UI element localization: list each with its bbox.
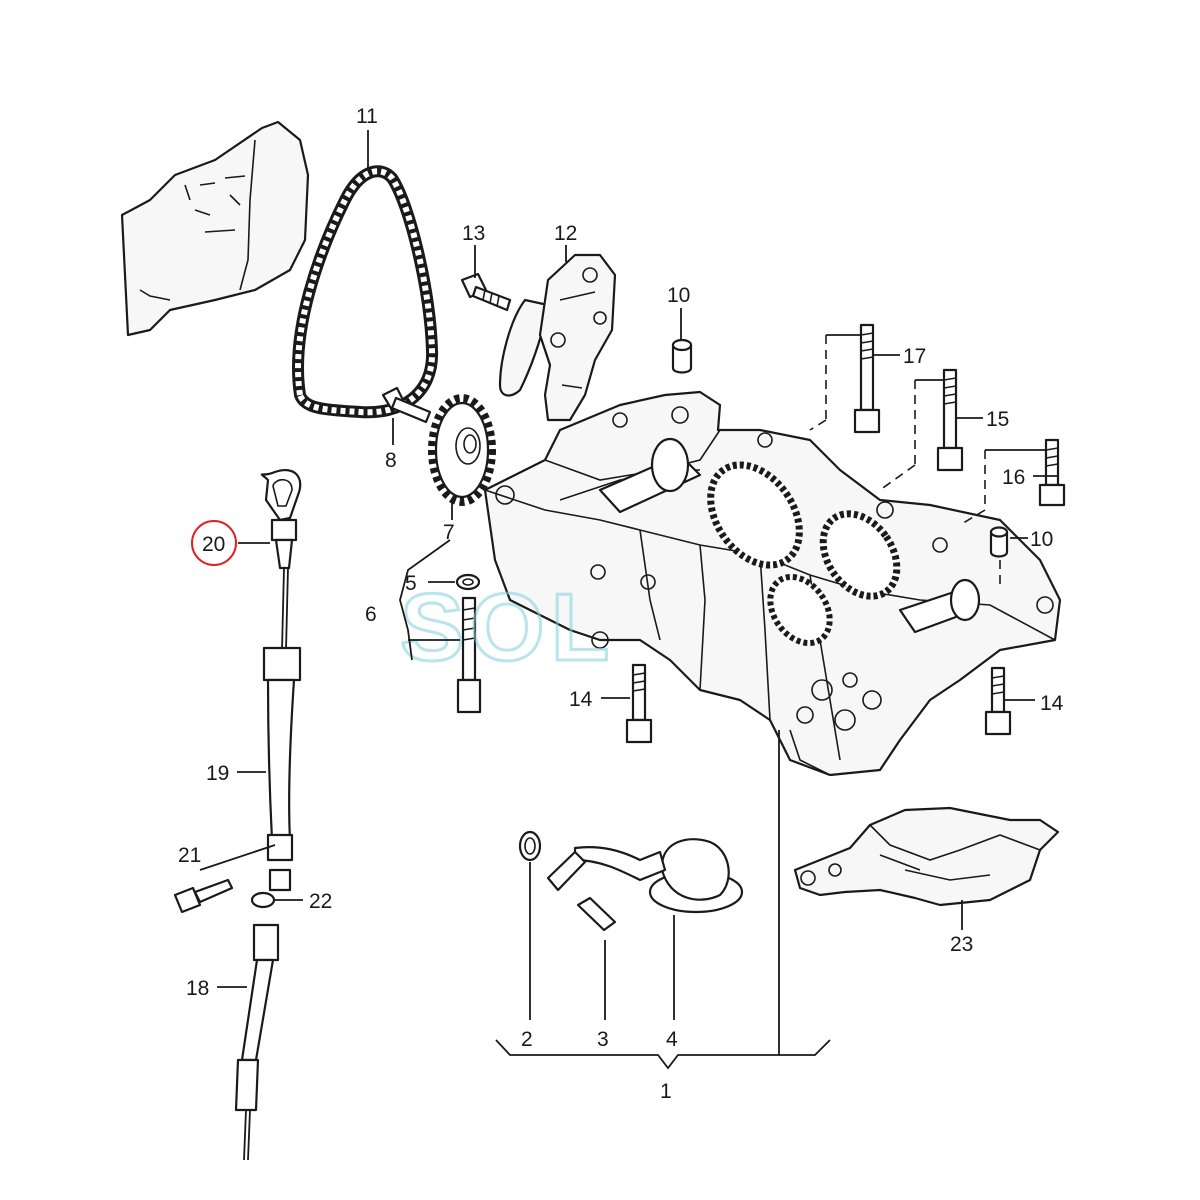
callout-4: 4 (666, 1028, 678, 1051)
callout-10-lower: 10 (1030, 528, 1053, 551)
callout-5: 5 (405, 572, 417, 595)
callout-22: 22 (309, 890, 332, 913)
sprocket (428, 394, 496, 506)
callout-20-highlight (191, 520, 237, 566)
timing-cover (120, 120, 310, 337)
bolt-15 (936, 368, 964, 472)
chain-tensioner (498, 253, 617, 422)
callout-15: 15 (986, 408, 1009, 431)
dowel-sleeve-lower (989, 526, 1009, 558)
balance-shaft-module (483, 390, 1062, 777)
callout-21: 21 (178, 844, 201, 867)
bolt-16 (1038, 438, 1066, 507)
bolt-8 (381, 386, 432, 424)
callout-8: 8 (385, 449, 397, 472)
callout-6: 6 (365, 603, 377, 626)
callout-10-upper: 10 (667, 284, 690, 307)
dowel-sleeve-upper (671, 338, 693, 374)
dipstick-handle (260, 469, 302, 651)
bolt-21 (173, 878, 234, 914)
baffle-plate (793, 806, 1060, 907)
bolt-3 (576, 896, 617, 932)
callout-12: 12 (554, 222, 577, 245)
oil-pickup (546, 838, 744, 914)
callout-7: 7 (443, 521, 455, 544)
bolt-14-left (625, 663, 653, 744)
callouts: 1 2 3 4 5 6 7 8 10 10 11 12 13 14 14 15 … (178, 105, 1064, 1103)
callout-13: 13 (462, 222, 485, 245)
seal-22 (250, 891, 276, 909)
o-ring-2 (518, 830, 542, 862)
callout-14-right: 14 (1040, 692, 1064, 715)
timing-chain (292, 165, 439, 419)
callout-19: 19 (206, 762, 229, 785)
callout-14-left: 14 (569, 688, 593, 711)
bolt-6 (456, 596, 482, 714)
watermark: SOL (400, 574, 615, 681)
callout-20: 20 (202, 533, 225, 556)
bolt-14-right (984, 666, 1012, 736)
bolt-17 (853, 323, 881, 434)
callout-11: 11 (356, 105, 378, 128)
callout-18: 18 (186, 977, 209, 1000)
washer-5 (455, 573, 481, 591)
callout-16: 16 (1002, 466, 1025, 489)
callout-1: 1 (660, 1080, 672, 1103)
leader-lines (199, 130, 1058, 1070)
callout-2: 2 (521, 1028, 533, 1051)
callout-23: 23 (950, 933, 973, 956)
callout-3: 3 (597, 1028, 609, 1051)
bolt-13 (460, 272, 512, 312)
callout-17: 17 (903, 345, 926, 368)
dipstick-tube (262, 646, 302, 892)
guide-tube-18 (234, 923, 280, 1161)
